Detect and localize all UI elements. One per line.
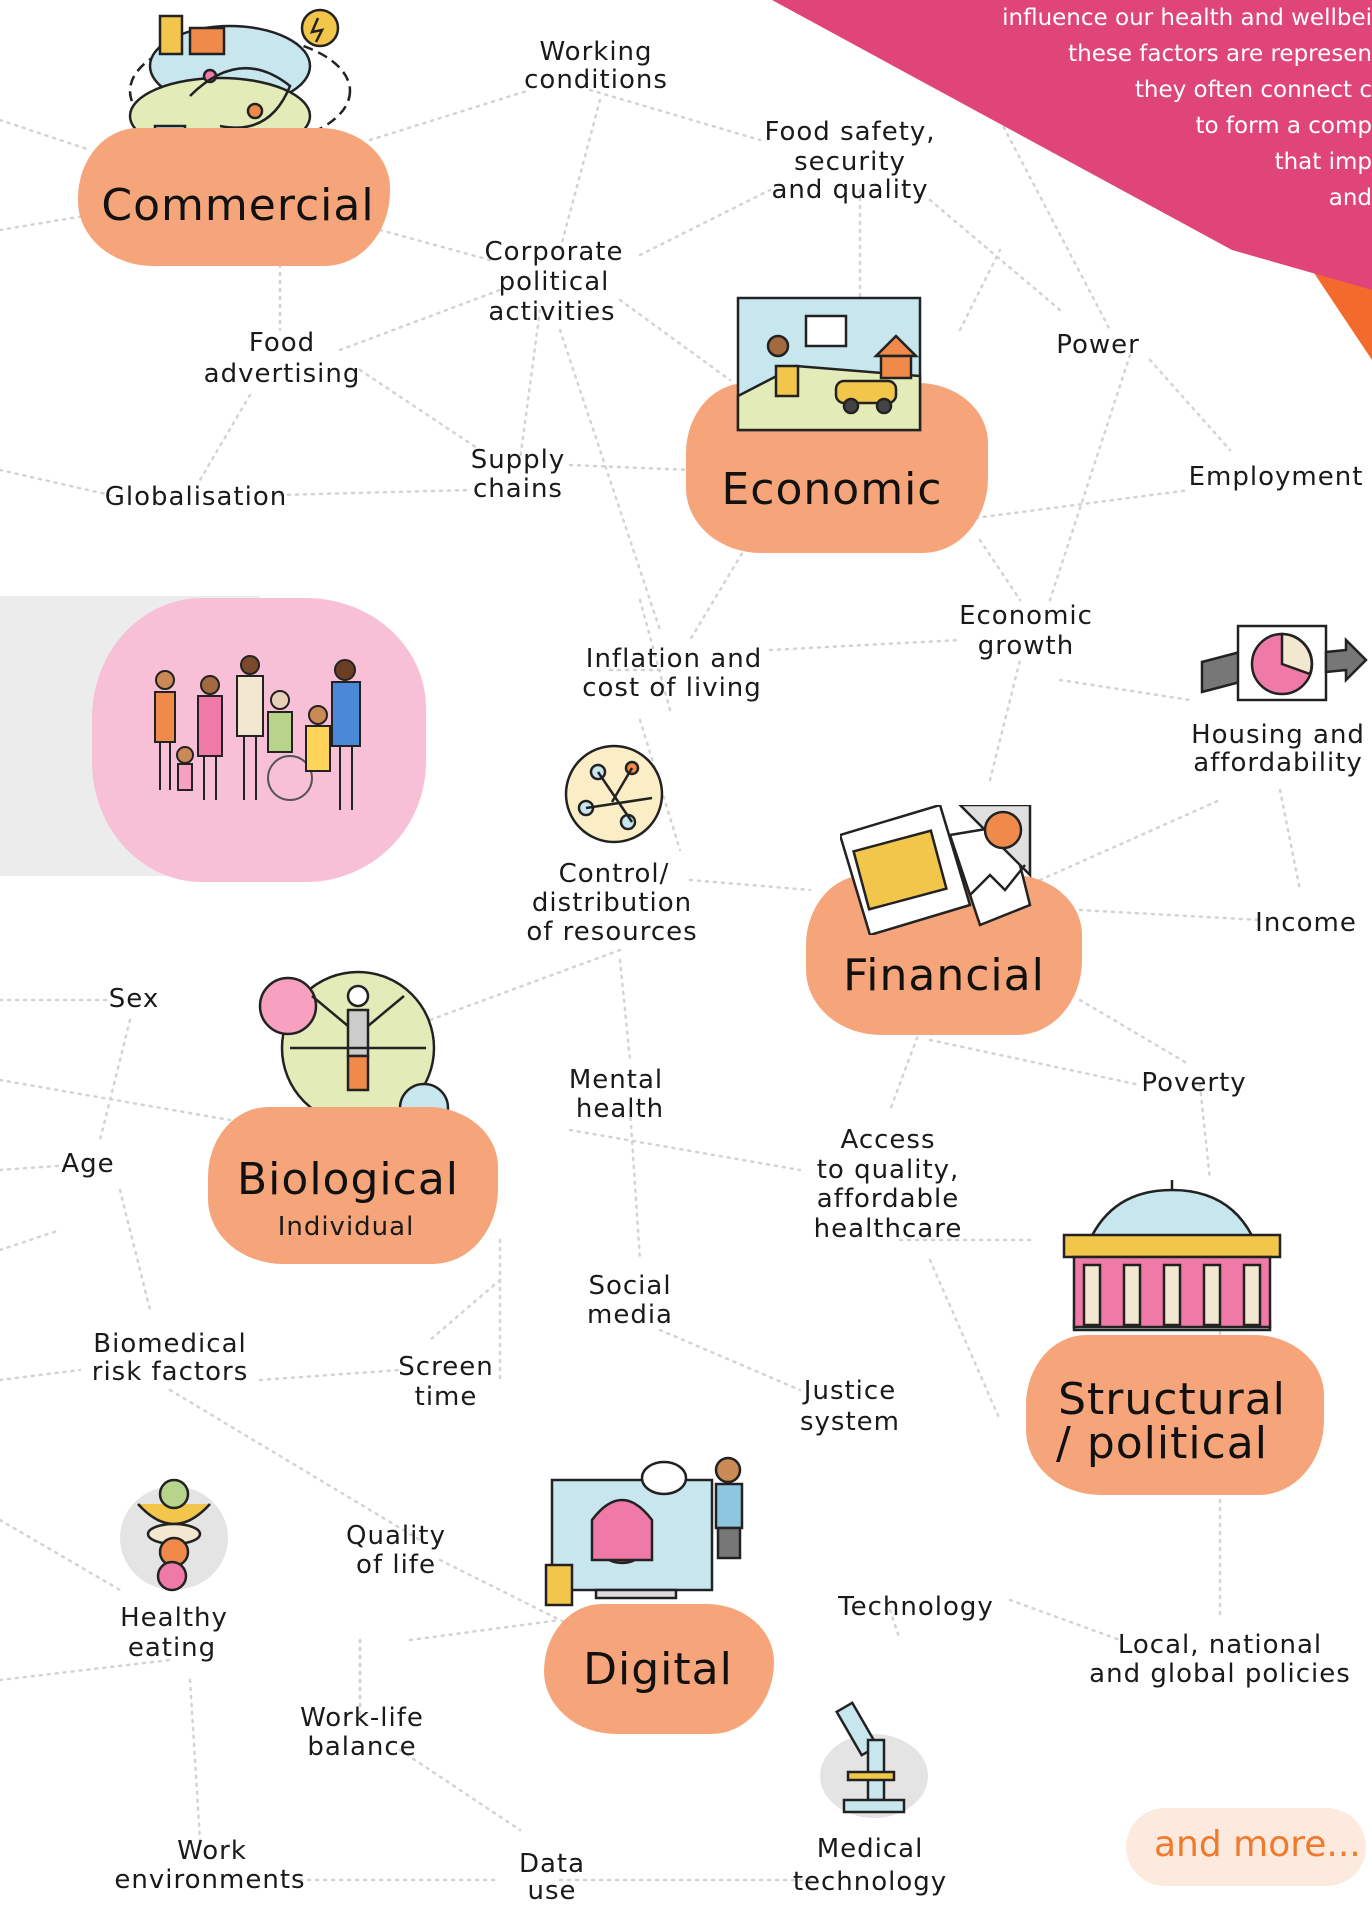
commercial-hub-label: Commercial xyxy=(101,180,375,231)
biological-hub xyxy=(208,1107,498,1264)
factor-social-media-2: media xyxy=(587,1300,673,1330)
factor-quality-of-life-1: Quality xyxy=(346,1521,446,1551)
intro-line-3: they often connect c xyxy=(1134,77,1372,103)
factor-medical-tech-1: Medical xyxy=(816,1834,924,1864)
factor-work-life-2: balance xyxy=(307,1732,417,1762)
factor-globalisation: Globalisation xyxy=(104,482,288,512)
factor-data-use-2: use xyxy=(527,1876,577,1906)
factor-corporate-political-3: activities xyxy=(488,297,616,327)
factor-food-advertising-1: Food xyxy=(248,328,316,358)
factor-control-resources-3: of resources xyxy=(526,917,698,947)
factor-healthy-eating-2: eating xyxy=(127,1633,217,1663)
factor-inflation-1: Inflation and xyxy=(585,644,763,674)
factor-justice-2: system xyxy=(800,1407,900,1437)
factor-access-healthcare-1: Access xyxy=(840,1125,936,1155)
factor-supply-chains-1: Supply xyxy=(470,445,566,475)
commercial-hub xyxy=(78,128,390,266)
people-group-icon xyxy=(154,655,361,810)
housing-icon xyxy=(1200,624,1368,702)
factor-supply-chains-2: chains xyxy=(473,474,563,504)
factor-biomedical-1: Biomedical xyxy=(93,1329,247,1359)
intro-line-4: to form a comp xyxy=(1195,113,1372,139)
economic-icon xyxy=(736,296,922,432)
factor-working-conditions-1: Working xyxy=(539,37,653,67)
economic-hub-label: Economic xyxy=(721,464,943,515)
digital-icon xyxy=(544,1456,744,1607)
factor-justice-1: Justice xyxy=(803,1376,897,1406)
factor-access-healthcare-4: healthcare xyxy=(813,1214,963,1244)
factor-housing-1: Housing and xyxy=(1191,720,1365,750)
factor-control-resources-1: Control/ xyxy=(558,859,670,889)
factor-quality-of-life-2: of life xyxy=(356,1550,436,1580)
factor-sex: Sex xyxy=(108,984,160,1014)
structural-hub-label-2: / political xyxy=(1056,1418,1268,1469)
intro-line-6: and xyxy=(1328,185,1372,211)
factor-policies-1: Local, national xyxy=(1117,1630,1323,1660)
factor-work-life-1: Work-life xyxy=(300,1703,424,1733)
factor-technology: Technology xyxy=(838,1592,994,1622)
factor-corporate-political-1: Corporate xyxy=(484,237,624,267)
microscope-icon xyxy=(820,1701,928,1818)
factor-power: Power xyxy=(1056,330,1140,360)
digital-hub-label: Digital xyxy=(583,1644,733,1695)
factor-working-conditions-2: conditions xyxy=(524,65,668,95)
structural-hub xyxy=(1026,1335,1324,1495)
factor-food-advertising-2: advertising xyxy=(203,359,361,389)
financial-hub-label: Financial xyxy=(843,950,1045,1001)
and-more-badge: and more... xyxy=(1126,1808,1366,1886)
financial-icon xyxy=(840,805,1032,935)
healthy-eating-icon xyxy=(120,1478,228,1592)
biological-hub-sublabel: Individual xyxy=(277,1212,415,1242)
factor-screen-time-1: Screen xyxy=(398,1352,494,1382)
resources-icon xyxy=(564,744,664,844)
structural-icon xyxy=(1062,1180,1282,1332)
factor-inflation-2: cost of living xyxy=(582,673,762,703)
factor-housing-2: affordability xyxy=(1193,748,1363,778)
factor-food-safety-1: Food safety, xyxy=(764,117,936,147)
factor-policies-2: and global policies xyxy=(1089,1659,1351,1689)
people-blob xyxy=(92,598,426,882)
factor-social-media-1: Social xyxy=(588,1271,672,1301)
factor-access-healthcare-2: to quality, xyxy=(816,1155,960,1185)
factor-age: Age xyxy=(61,1149,115,1179)
factor-medical-tech-2: technology xyxy=(792,1867,948,1897)
digital-hub xyxy=(544,1604,774,1734)
structural-hub-label-1: Structural xyxy=(1058,1374,1286,1425)
factor-economic-growth-1: Economic xyxy=(959,601,1093,631)
factor-control-resources-2: distribution xyxy=(531,888,693,918)
factor-screen-time-2: time xyxy=(414,1382,478,1412)
factor-work-env-1: Work xyxy=(177,1836,247,1866)
factor-income: Income xyxy=(1255,908,1357,938)
biological-hub-label: Biological xyxy=(236,1154,460,1205)
factor-work-env-2: environments xyxy=(114,1865,306,1895)
factor-mental-health-1: Mental xyxy=(568,1065,664,1095)
intro-banner xyxy=(772,0,1372,360)
factor-poverty: Poverty xyxy=(1141,1068,1247,1098)
factor-economic-growth-2: growth xyxy=(977,631,1075,661)
intro-line-5: that imp xyxy=(1274,149,1372,175)
factor-data-use-1: Data xyxy=(518,1849,586,1879)
factor-mental-health-2: health xyxy=(575,1094,665,1124)
factor-food-safety-3: and quality xyxy=(771,175,929,205)
factor-food-safety-2: security xyxy=(794,147,906,177)
and-more-label: and more... xyxy=(1154,1824,1361,1865)
intro-line-2: these factors are represen xyxy=(1068,41,1372,67)
factor-healthy-eating-1: Healthy xyxy=(120,1603,228,1633)
intro-line-1: influence our health and wellbei xyxy=(1002,5,1372,31)
factor-biomedical-2: risk factors xyxy=(91,1357,249,1387)
factor-employment: Employment xyxy=(1188,462,1364,492)
factor-access-healthcare-3: affordable xyxy=(816,1184,960,1214)
factor-corporate-political-2: political xyxy=(498,267,610,297)
